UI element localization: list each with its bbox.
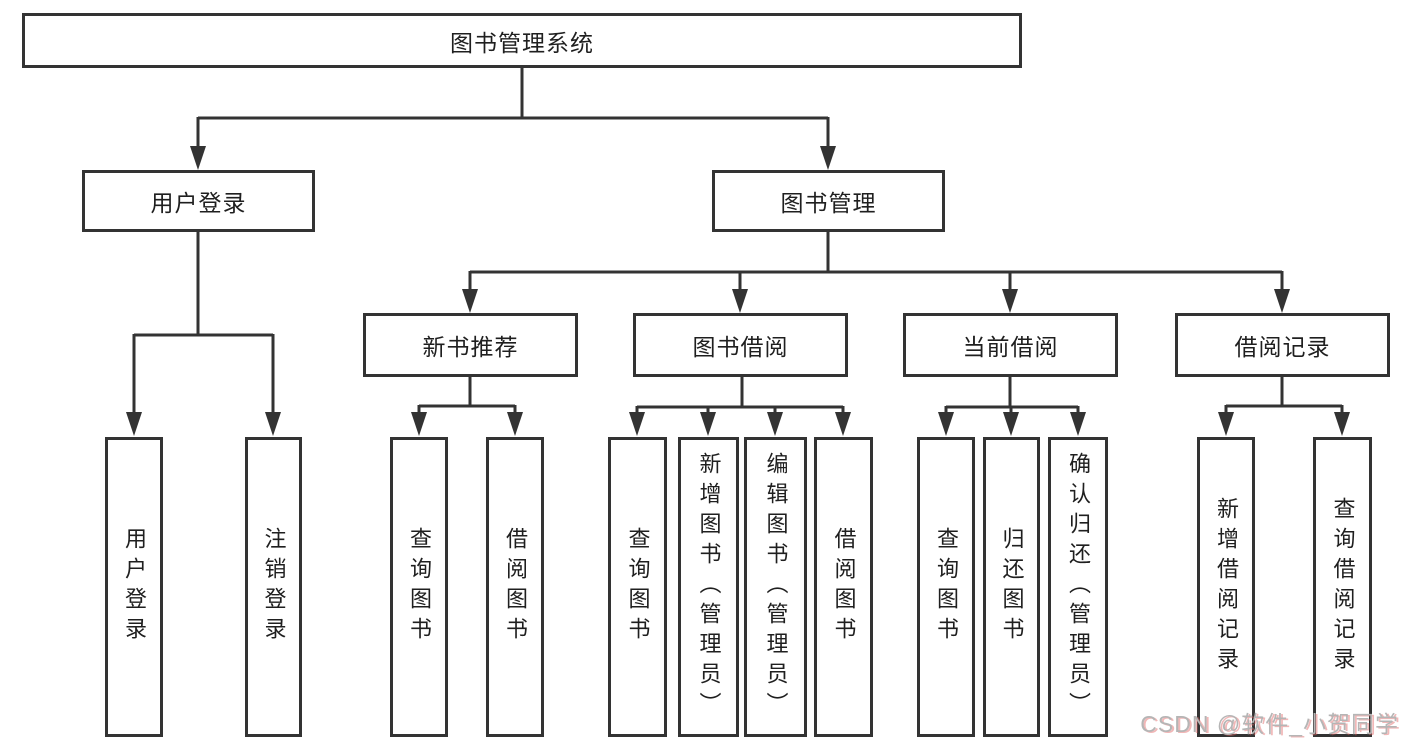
node-leaf-current-confirm-return-admin-label: 确认归还（管理员） [1066, 452, 1091, 722]
node-current-borrow-label: 当前借阅 [962, 334, 1059, 360]
node-borrow-record: 借阅记录 [1175, 313, 1390, 377]
node-leaf-borrow-borrow-book: 借阅图书 [814, 437, 873, 737]
node-leaf-current-return-book: 归还图书 [983, 437, 1040, 737]
node-leaf-record-add-borrow-record-label: 新增借阅记录 [1214, 497, 1239, 677]
node-new-book-recommend: 新书推荐 [363, 313, 578, 377]
node-borrow-record-label: 借阅记录 [1234, 334, 1331, 360]
node-leaf-borrow-edit-book-admin-label: 编辑图书（管理员） [763, 452, 789, 722]
node-root-label: 图书管理系统 [450, 29, 594, 56]
node-book-management: 图书管理 [712, 170, 945, 232]
tree-edges [132, 68, 1344, 420]
node-leaf-borrow-query-book-label: 查询图书 [625, 527, 651, 647]
node-leaf-logout-login: 注销登录 [245, 437, 302, 737]
node-leaf-recommend-borrow-book-label: 借阅图书 [503, 527, 528, 647]
node-leaf-borrow-query-book: 查询图书 [608, 437, 667, 737]
node-leaf-borrow-add-book-admin-label: 新增图书（管理员） [696, 452, 722, 722]
node-leaf-record-query-borrow-record-label: 查询借阅记录 [1330, 497, 1356, 677]
node-leaf-borrow-edit-book-admin: 编辑图书（管理员） [744, 437, 807, 737]
node-leaf-current-query-book: 查询图书 [917, 437, 975, 737]
node-book-borrow-label: 图书借阅 [692, 334, 789, 360]
node-user-login-label: 用户登录 [150, 190, 247, 216]
node-leaf-record-query-borrow-record: 查询借阅记录 [1313, 437, 1372, 737]
node-leaf-current-query-book-label: 查询图书 [934, 527, 959, 647]
arrowheads [126, 146, 1350, 436]
node-leaf-logout-login-label: 注销登录 [261, 527, 287, 647]
node-leaf-recommend-borrow-book: 借阅图书 [486, 437, 544, 737]
node-leaf-current-confirm-return-admin: 确认归还（管理员） [1048, 437, 1108, 737]
node-leaf-recommend-query-book: 查询图书 [390, 437, 448, 737]
node-leaf-current-return-book-label: 归还图书 [999, 527, 1025, 647]
node-leaf-borrow-add-book-admin: 新增图书（管理员） [678, 437, 739, 737]
node-root: 图书管理系统 [22, 13, 1022, 68]
node-book-borrow: 图书借阅 [633, 313, 848, 377]
node-book-management-label: 图书管理 [780, 190, 877, 216]
node-leaf-borrow-borrow-book-label: 借阅图书 [831, 527, 857, 647]
node-new-book-recommend-label: 新书推荐 [422, 334, 519, 360]
watermark-text: CSDN @软件_小贺同学 [1140, 711, 1399, 737]
node-user-login: 用户登录 [82, 170, 315, 232]
node-leaf-user-login: 用户登录 [105, 437, 163, 737]
node-leaf-user-login-label: 用户登录 [122, 527, 147, 647]
node-leaf-recommend-query-book-label: 查询图书 [407, 527, 432, 647]
node-leaf-record-add-borrow-record: 新增借阅记录 [1197, 437, 1255, 737]
node-current-borrow: 当前借阅 [903, 313, 1118, 377]
